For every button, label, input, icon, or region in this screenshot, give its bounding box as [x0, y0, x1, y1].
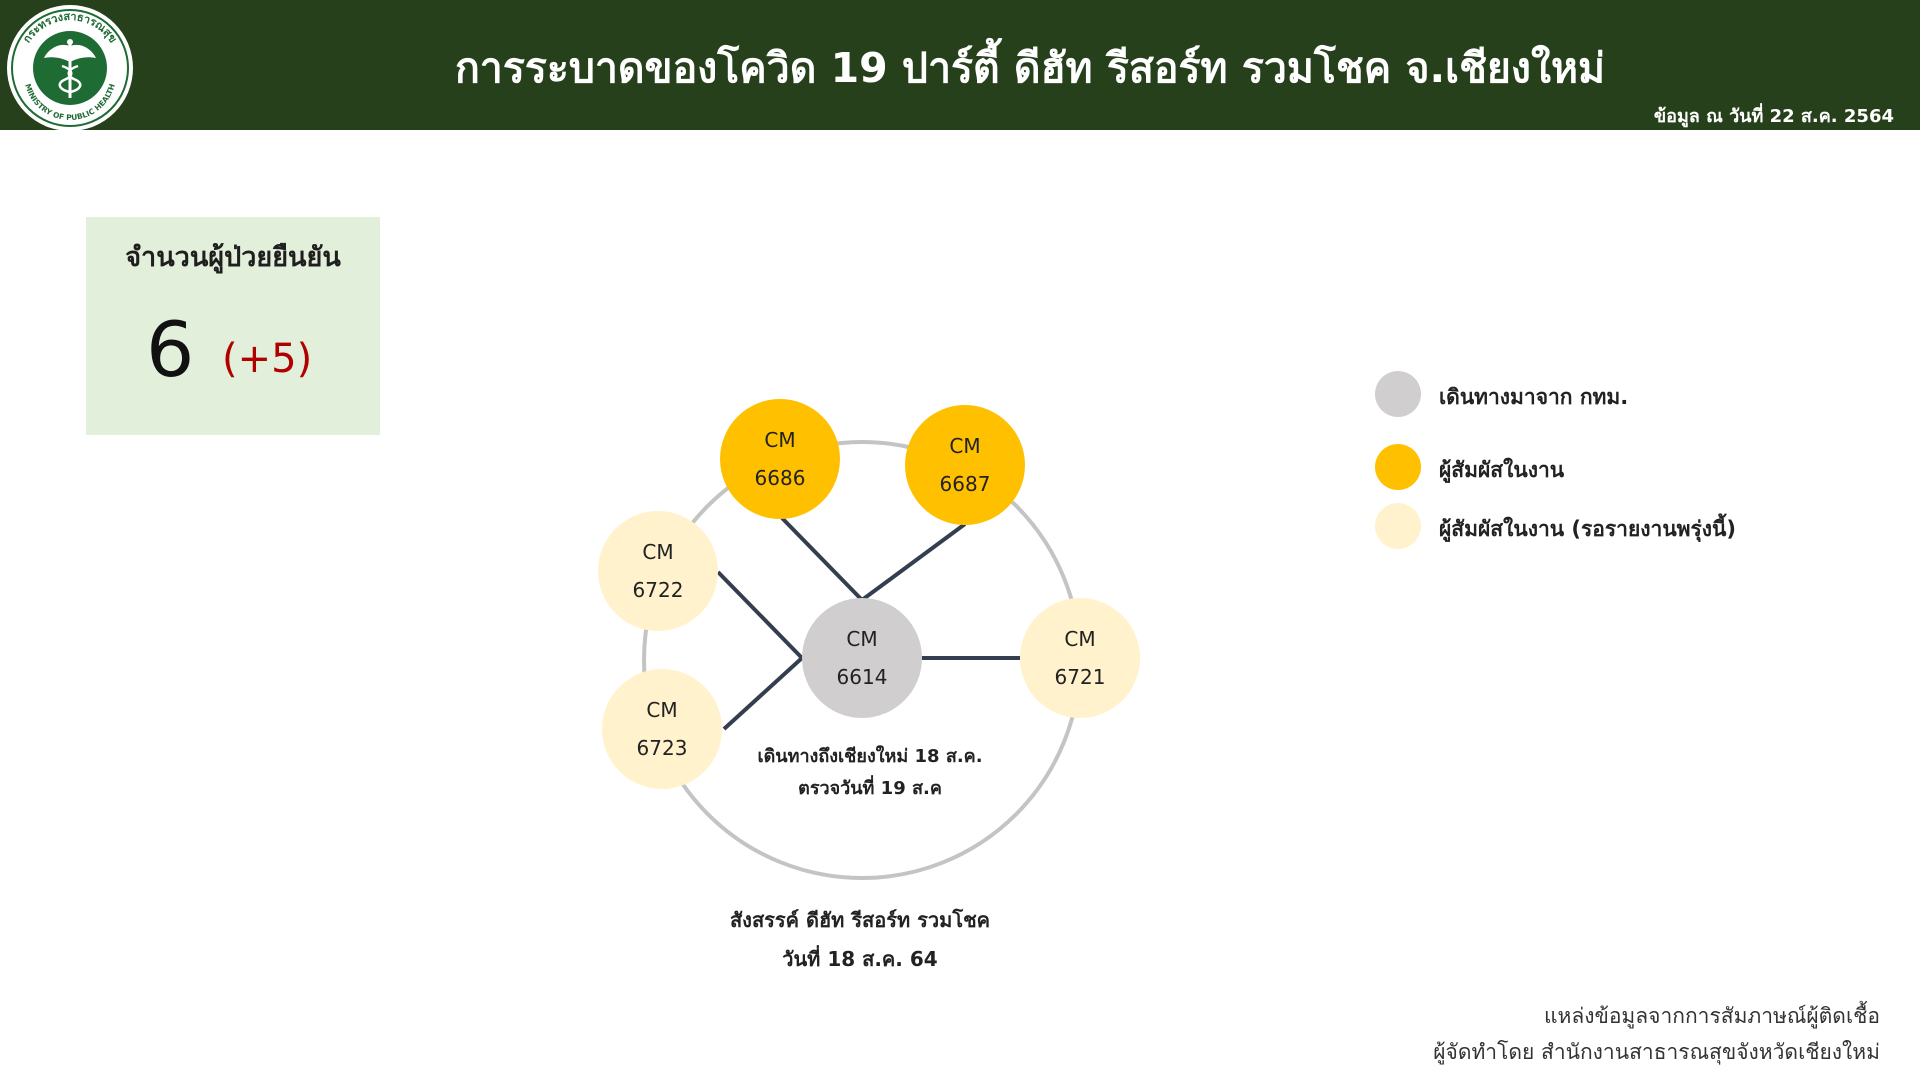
case-node-prefix: CM	[642, 540, 673, 564]
case-node-number: 6722	[633, 578, 684, 602]
edge-6614-6722	[716, 570, 804, 660]
confirmed-cases-label: จำนวนผู้ป่วยยืนยัน	[125, 242, 341, 273]
index-case-note-line1: เดินทางถึงเชียงใหม่ 18 ส.ค.	[757, 746, 983, 767]
venue-label-line2: วันที่ 18 ส.ค. 64	[782, 947, 938, 971]
case-node-6687: CM 6687	[905, 405, 1025, 525]
case-node-prefix: CM	[949, 434, 980, 458]
edge-6614-6687	[860, 522, 967, 602]
case-node-prefix: CM	[1064, 627, 1095, 651]
author-note: ผู้จัดทำโดย สำนักงานสาธารณสุขจังหวัดเชีย…	[1433, 1040, 1880, 1064]
case-node-circle	[1020, 598, 1140, 718]
case-node-prefix: CM	[846, 627, 877, 651]
case-node-6721: CM 6721	[1020, 598, 1140, 718]
case-node-circle	[598, 511, 718, 631]
case-node-prefix: CM	[646, 698, 677, 722]
legend-label-travel-bkk: เดินทางมาจาก กทม.	[1439, 385, 1629, 409]
confirmed-cases-value: 6	[146, 305, 195, 394]
case-node-number: 6614	[837, 665, 888, 689]
legend-swatch-travel-bkk	[1375, 371, 1421, 417]
legend-label-contact-pending: ผู้สัมผัสในงาน (รอรายงานพรุ่งนี้)	[1439, 517, 1737, 541]
case-node-number: 6723	[637, 736, 688, 760]
case-node-circle	[602, 669, 722, 789]
data-date-note: ข้อมูล ณ วันที่ 22 ส.ค. 2564	[1653, 106, 1894, 127]
case-node-number: 6687	[940, 472, 991, 496]
page-title: การระบาดของโควิด 19 ปาร์ตี้ ดีฮัท รีสอร์…	[454, 44, 1606, 92]
confirmed-cases-box: จำนวนผู้ป่วยยืนยัน 6 (+5)	[86, 217, 380, 435]
case-node-6686: CM 6686	[720, 399, 840, 519]
confirmed-cases-delta: (+5)	[222, 336, 313, 382]
case-node-number: 6721	[1055, 665, 1106, 689]
legend-label-contact: ผู้สัมผัสในงาน	[1439, 458, 1565, 482]
legend-swatch-contact	[1375, 444, 1421, 490]
source-note: แหล่งข้อมูลจากการสัมภาษณ์ผู้ติดเชื้อ	[1543, 1004, 1880, 1028]
legend-swatch-contact-pending	[1375, 503, 1421, 549]
case-node-6614: CM 6614	[802, 598, 922, 718]
header-bar: กระทรวงสาธารณสุข MINISTRY OF PUBLIC HEAL…	[0, 0, 1920, 131]
case-node-circle	[905, 405, 1025, 525]
case-node-6723: CM 6723	[602, 669, 722, 789]
case-node-number: 6686	[755, 466, 806, 490]
case-node-circle	[802, 598, 922, 718]
case-node-prefix: CM	[764, 428, 795, 452]
edge-6614-6686	[780, 516, 864, 602]
ministry-seal-icon: กระทรวงสาธารณสุข MINISTRY OF PUBLIC HEAL…	[7, 5, 133, 131]
venue-label-line1: สังสรรค์ ดีฮัท รีสอร์ท รวมโชค	[729, 908, 991, 932]
case-node-6722: CM 6722	[598, 511, 718, 631]
case-node-circle	[720, 399, 840, 519]
index-case-note-line2: ตรวจวันที่ 19 ส.ค	[798, 778, 942, 799]
edge-6614-6723	[722, 656, 804, 731]
